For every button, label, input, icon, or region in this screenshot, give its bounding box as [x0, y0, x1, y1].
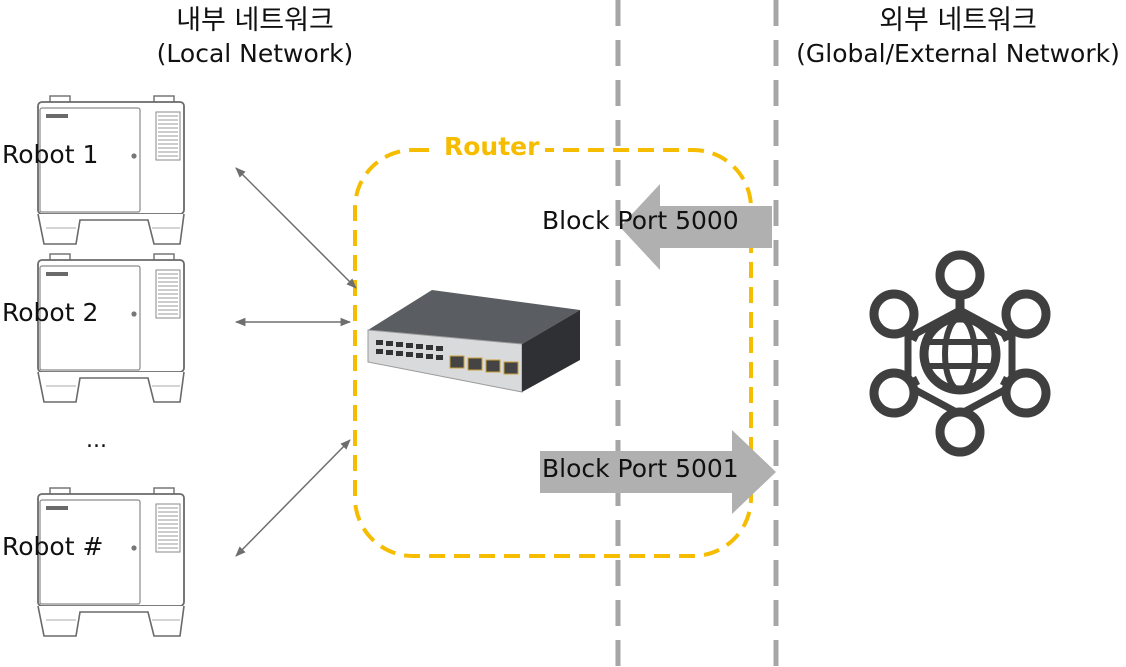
external-network-title-korean: 외부 네트워크 [879, 5, 1037, 36]
robot-cabinet-icon [37, 95, 185, 245]
robot-cabinet-icon [37, 253, 185, 403]
external-network-title-english: (Global/External Network) [796, 38, 1120, 68]
global-network-icon [869, 250, 1051, 457]
robot-label-1: Robot 1 [2, 140, 99, 169]
connector-robot-1 [235, 167, 357, 289]
local-network-title-english: (Local Network) [156, 38, 354, 68]
connector-robot-n [235, 439, 351, 557]
local-network-header: 내부 네트워크 (Local Network) [120, 4, 390, 69]
robot-ellipsis: ... [86, 428, 107, 453]
robot-label-n: Robot # [2, 532, 104, 561]
block-arrow-inbound [620, 184, 772, 270]
external-network-header: 외부 네트워크 (Global/External Network) [790, 4, 1126, 69]
block-port-outbound-label: Block Port 5001 [542, 454, 739, 483]
local-network-title-korean: 내부 네트워크 [176, 5, 334, 36]
robot-label-2: Robot 2 [2, 298, 99, 327]
network-switch-icon [367, 290, 580, 393]
block-arrow-outbound [540, 430, 776, 514]
block-port-inbound-label: Block Port 5000 [542, 206, 739, 235]
router-boundary [353, 148, 753, 558]
robot-cabinet-icon [37, 487, 185, 637]
router-label: Router [438, 132, 546, 161]
